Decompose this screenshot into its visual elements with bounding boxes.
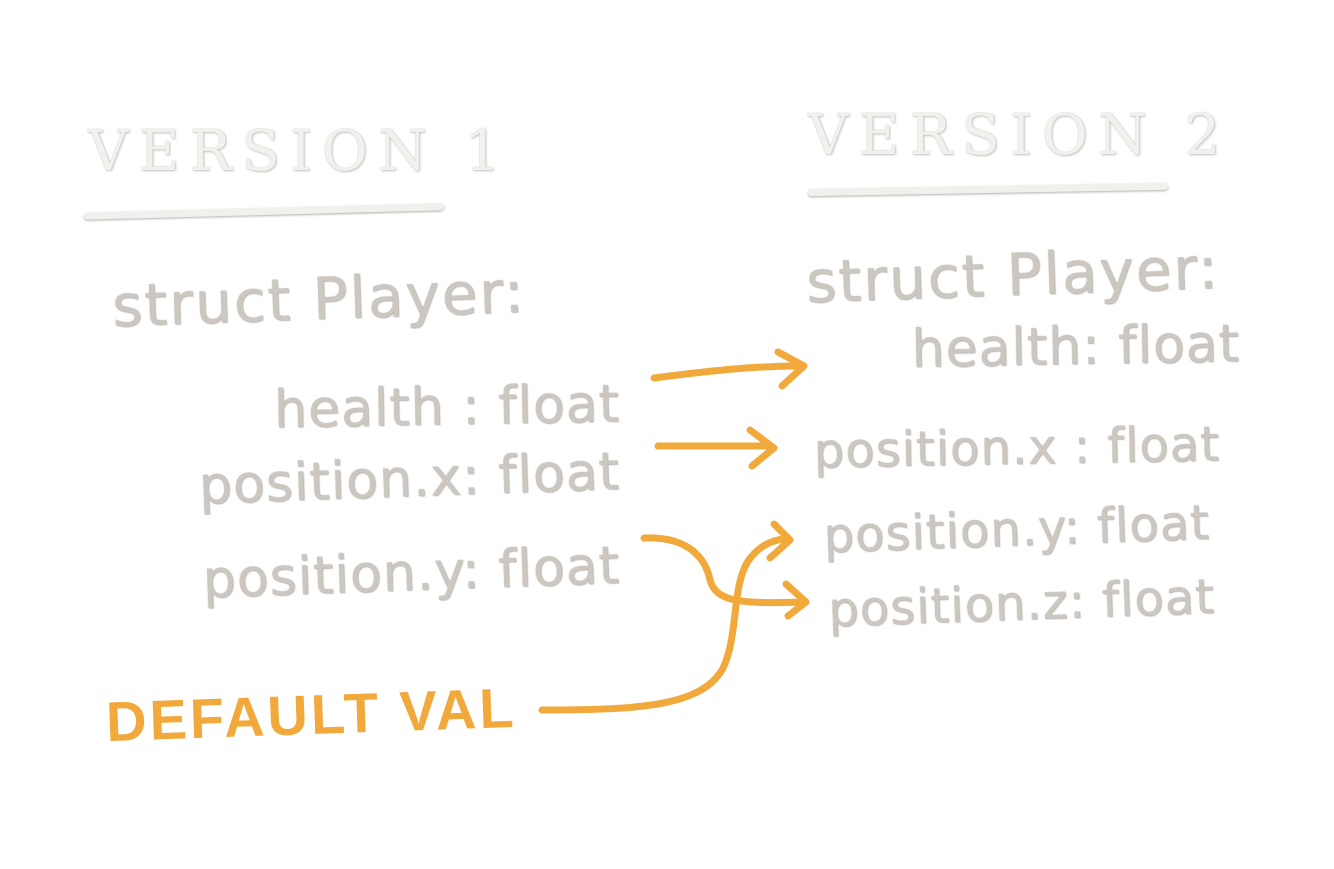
version1-title: VERSION 1 <box>88 119 511 184</box>
arrow-position-y-to-z <box>640 534 808 607</box>
arrowhead-position-z <box>782 580 810 620</box>
arrow-health <box>650 362 804 382</box>
arrowhead-position-x <box>746 426 778 470</box>
arrowhead-position-y <box>766 520 794 562</box>
version2-title: VERSION 2 <box>808 103 1231 168</box>
arrowhead-health <box>774 348 808 390</box>
arrow-default-to-position-y <box>538 534 792 714</box>
